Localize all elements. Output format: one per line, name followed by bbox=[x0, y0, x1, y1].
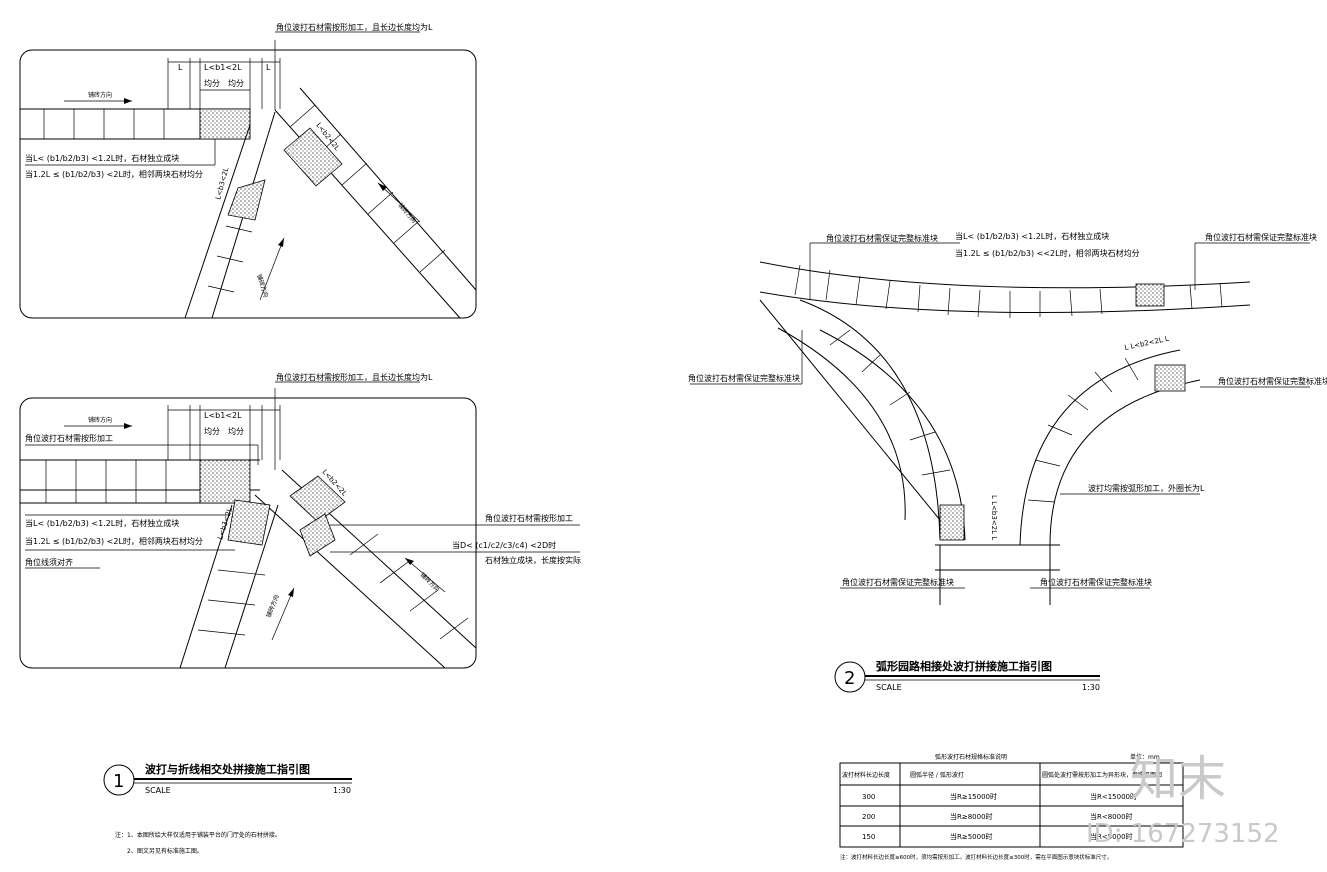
d1-dim-main: L<b1<2L bbox=[204, 63, 242, 72]
notes-line-2: 2、图文另见有标准施工图。 bbox=[127, 847, 203, 855]
table-unit: 单位：mm bbox=[1130, 753, 1160, 761]
table-cell: 150 bbox=[862, 833, 875, 841]
d2-label-bl: 角位波打石材需保证完整标准块 bbox=[842, 577, 954, 587]
table-header-3: 圆弧处波打需按形加工为异形块，参照平面图 bbox=[1042, 771, 1162, 779]
d1b-left-note: 角位波打石材需按形加工 bbox=[25, 433, 113, 443]
d2-label-tr: 角位波打石材需保证完整标准块 bbox=[1205, 232, 1317, 242]
title-1-scale-value: 1:30 bbox=[333, 786, 351, 795]
d1b-note-line2: 当1.2L ≤ (b1/b2/b3) <2L时，相邻两块石材均分 bbox=[25, 536, 203, 546]
d1b-top-note: 角位波打石材需按形加工，且长边长度均为L bbox=[276, 372, 433, 382]
watermark-id: ID: 167273152 bbox=[1086, 819, 1280, 849]
spec-table: 弧形波打石材规格标准说明 单位：mm 波打材料长边长度 圆弧半径 / 弧形波打 … bbox=[839, 753, 1184, 861]
diagram-1: 角位波打石材需按形加工，且长边长度均为L L L<b1<2L L 均分 均分 铺… bbox=[19, 22, 477, 319]
d2-note-line1: 当L< (b1/b2/b3) <1.2L时，石材独立成块 bbox=[955, 231, 1109, 241]
diagram-1-frame bbox=[19, 49, 477, 319]
d1b-right-note1: 角位波打石材需按形加工 bbox=[485, 513, 573, 523]
d1-note-line2: 当1.2L ≤ (b1/b2/b3) <2L时，相邻两块石材均分 bbox=[25, 169, 203, 179]
d1-arrow-label-top: 铺砖方向 bbox=[88, 91, 112, 99]
notes-line-1: 注：1、本图所绘大样仅适用于铺装平台的门厅处的石材拼接。 bbox=[115, 831, 281, 839]
d1b-equal-b: 均分 bbox=[228, 426, 244, 436]
d1b-equal-a: 均分 bbox=[204, 426, 220, 436]
d2-curve-note: 波打均需按弧形加工，外圈长为L bbox=[1088, 483, 1205, 493]
d1b-arrow-label-right: 铺砖方向 bbox=[419, 571, 442, 594]
d1-note-line1: 当L< (b1/b2/b3) <1.2L时，石材独立成块 bbox=[25, 153, 179, 163]
d2-label-r: 角位波打石材需保证完整标准块 bbox=[1218, 376, 1327, 386]
table-cell: 当R≥8000时 bbox=[950, 812, 993, 821]
table-cell: 200 bbox=[862, 813, 875, 821]
d1-equal-a: 均分 bbox=[204, 78, 220, 88]
d1-dim-left: L bbox=[178, 63, 183, 72]
d2-dim-tr: L L<b2<2L L bbox=[1124, 335, 1170, 352]
d2-label-tl: 角位波打石材需保证完整标准块 bbox=[826, 233, 938, 243]
diagram-1b-frame bbox=[19, 397, 477, 669]
d1b-note-line1: 当L< (b1/b2/b3) <1.2L时，石材独立成块 bbox=[25, 518, 179, 528]
table-cell: 当R<15000时 bbox=[1090, 792, 1137, 801]
title-1-text: 波打与折线相交处拼接施工指引图 bbox=[145, 762, 310, 776]
d2-label-br: 角位波打石材需保证完整标准块 bbox=[1040, 577, 1152, 587]
table-cell: 当R≥5000时 bbox=[950, 832, 993, 841]
d1-arrow-label-bottom: 铺砖方向 bbox=[255, 273, 270, 298]
watermark: 知末 ID: 167273152 bbox=[1086, 751, 1280, 849]
d1-top-note: 角位波打石材需按形加工，且长边长度均为L bbox=[276, 22, 433, 32]
title-1-scale-label: SCALE bbox=[145, 786, 171, 795]
title-2-scale-label: SCALE bbox=[876, 683, 902, 692]
title-1-number: 1 bbox=[113, 771, 124, 792]
d1-arrow-label-right: 铺砖方向 bbox=[396, 201, 418, 225]
d1-diag-dim-2: L<b3<2L bbox=[214, 167, 230, 201]
table-caption: 弧形波打石材规格标准说明 bbox=[935, 753, 1007, 761]
title-block-2: 2 弧形园路相接处波打拼接施工指引图 SCALE 1:30 bbox=[834, 659, 1100, 693]
d1-equal-b: 均分 bbox=[228, 78, 244, 88]
title-block-1: 1 波打与折线相交处拼接施工指引图 SCALE 1:30 注：1、本图所绘大样仅… bbox=[103, 762, 352, 855]
table-cell: 当R≥15000时 bbox=[950, 792, 997, 801]
table-header-2: 圆弧半径 / 弧形波打 bbox=[910, 771, 964, 779]
d2-note-line2: 当1.2L ≤ (b1/b2/b3) <<2L时，相邻两块石材均分 bbox=[955, 248, 1140, 258]
title-2-text: 弧形园路相接处波打拼接施工指引图 bbox=[876, 659, 1052, 673]
title-2-scale-value: 1:30 bbox=[1082, 683, 1100, 692]
diagram-1b: 角位波打石材需按形加工，且长边长度均为L L<b1<2L 均分 均分 铺砖方向 … bbox=[19, 372, 581, 669]
watermark-logo: 知末 bbox=[1130, 751, 1226, 807]
d1b-right-note2: 当D< (c1/c2/c3/c4) <2D时 bbox=[452, 540, 556, 550]
diagram-2: 角位波打石材需保证完整标准块 角位波打石材需保证完整标准块 当L< (b1/b2… bbox=[688, 231, 1327, 605]
d1b-arrow-label-bottom: 铺砖方向 bbox=[264, 593, 280, 618]
table-cell: 当R<5000时 bbox=[1090, 832, 1133, 841]
table-cell: 当R<8000时 bbox=[1090, 812, 1133, 821]
d1b-arrow-label-top: 铺砖方向 bbox=[88, 416, 112, 424]
title-2-number: 2 bbox=[844, 668, 855, 689]
table-header-1: 波打材料长边长度 bbox=[842, 771, 890, 779]
d1-dim-right: L bbox=[266, 63, 271, 72]
d1b-dim-main: L<b1<2L bbox=[204, 411, 242, 420]
d2-label-l: 角位波打石材需保证完整标准块 bbox=[688, 373, 800, 383]
d2-dim-bottom: L L<b3<2L L bbox=[990, 495, 998, 540]
d1b-right-note3: 石材独立成块，长度按实际 bbox=[485, 555, 581, 565]
table-footnote: 注：波打材料长边长度≥600时，须均需按形加工。波打材料长边长度≤300时，需在… bbox=[840, 853, 1112, 861]
d1b-align-note: 角位线须对齐 bbox=[25, 557, 73, 567]
table-cell: 300 bbox=[862, 793, 875, 801]
